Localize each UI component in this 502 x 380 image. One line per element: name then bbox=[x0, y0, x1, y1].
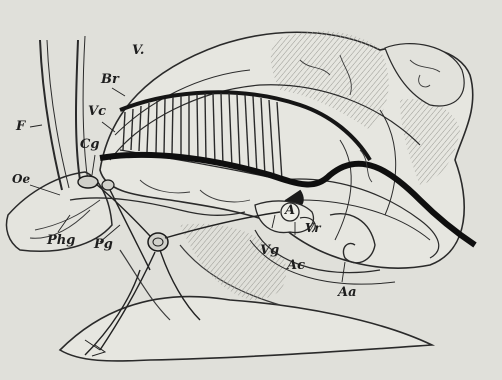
tentacle-left bbox=[40, 40, 62, 190]
label-F: F bbox=[16, 120, 25, 133]
label-Ac: Ac bbox=[287, 259, 305, 272]
label-Cg: Cg bbox=[80, 138, 99, 151]
cerebral-ganglion bbox=[78, 176, 98, 188]
label-Vr: Vr bbox=[305, 222, 321, 234]
tentacle-right bbox=[76, 40, 80, 180]
label-Br: Br bbox=[101, 73, 119, 86]
pedal-ganglion bbox=[148, 233, 168, 251]
label-V-top: V. bbox=[132, 44, 144, 57]
label-A: A bbox=[285, 204, 295, 217]
label-Vc: Vc bbox=[88, 105, 106, 118]
foot-outline bbox=[60, 297, 432, 361]
label-Aa: Aa bbox=[338, 286, 357, 299]
label-Phg: Phg bbox=[47, 234, 75, 247]
label-Oe: Oe bbox=[12, 173, 30, 185]
label-Vg: Vg bbox=[260, 244, 279, 257]
label-Pg: Pg bbox=[94, 238, 113, 251]
